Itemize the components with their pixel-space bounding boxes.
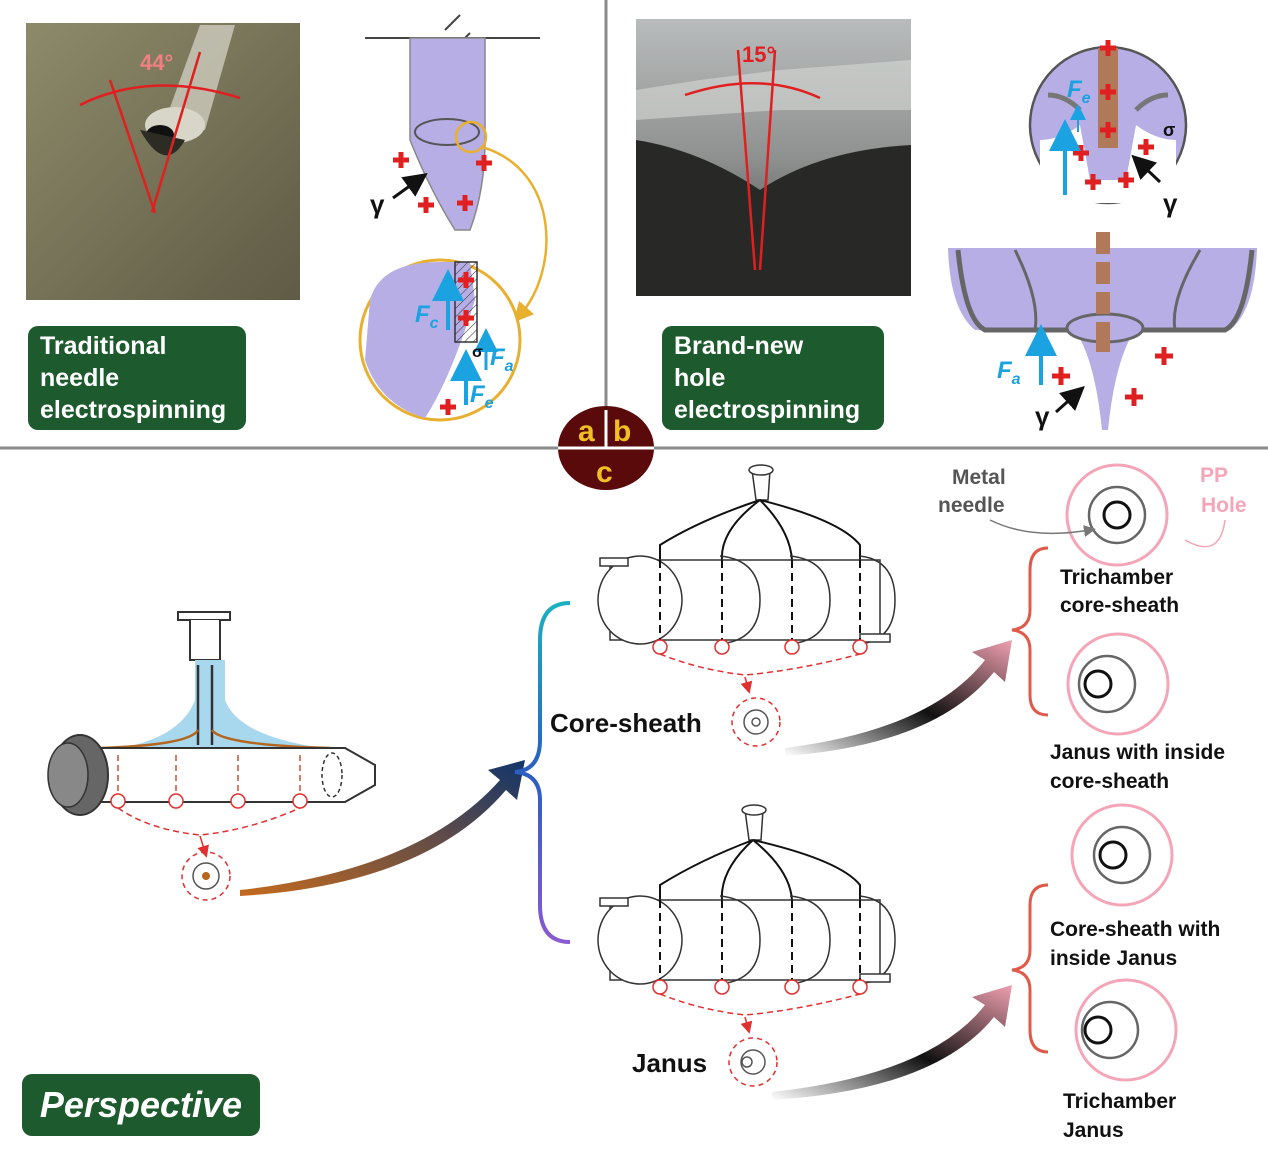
force-fa-b: Fa (997, 357, 1021, 388)
gamma-a: γ (370, 189, 385, 219)
spinneret-device (47, 611, 376, 901)
arrow-to-options (240, 760, 525, 896)
brand-new-label-3: electrospinning (674, 396, 861, 424)
trichamber-janus-label-1: Trichamber (1063, 1090, 1176, 1113)
arrow-to-janus-variants (772, 985, 1012, 1100)
force-fe-b: Fe (1067, 76, 1091, 107)
brand-new-label-1: Brand-new (674, 332, 804, 360)
center-panel-badge: a b c (558, 406, 654, 490)
angle-44-label: 44° (140, 50, 173, 75)
gamma-b-top: γ (1163, 188, 1178, 218)
force-fa-a: Fa (490, 344, 514, 375)
needle-photo-needle (140, 25, 235, 156)
brand-new-hole-badge: Brand-new hole electrospinning (662, 326, 884, 430)
needle-angle-lines (79, 51, 241, 214)
traditional-needle-badge: Traditional needle electrospinning (28, 326, 246, 430)
traditional-label-2: needle (40, 364, 120, 392)
core-sheath-label: Core-sheath (550, 708, 702, 738)
badge-b: b (613, 415, 631, 448)
hole-schematic: Fa γ (948, 232, 1257, 431)
metal-needle-label-2: needle (938, 494, 1005, 517)
panel-a: 44° γ Fc (26, 14, 548, 422)
zoom-circle-a: Fc Fa Fe σ (358, 258, 522, 422)
plus-signs-a (393, 152, 492, 213)
needle-photo (26, 23, 300, 300)
trichamber-cs-label-1: Trichamber (1060, 566, 1173, 589)
cross-section-core-sheath-inside-janus (1070, 803, 1174, 907)
pp-hole-label-1: PP (1200, 464, 1228, 487)
traditional-label-1: Traditional (40, 332, 167, 360)
janus-inside-cs-label-2: core-sheath (1050, 770, 1169, 793)
brace-core-sheath-variants (1011, 546, 1049, 717)
janus-inside-cs-label-1: Janus with inside (1050, 741, 1225, 764)
option-brace (514, 601, 571, 944)
metal-needle-label-1: Metal (952, 466, 1006, 489)
hole-angle-lines (684, 49, 821, 271)
cs-inside-janus-label-1: Core-sheath with (1050, 918, 1220, 941)
zoom-circle-b: Fe σ γ (1028, 40, 1188, 218)
janus-device: Janus (597, 804, 896, 1087)
force-fe-a: Fe (470, 381, 494, 412)
pp-hole-label-2: Hole (1201, 494, 1247, 517)
trichamber-cs-label-2: core-sheath (1060, 594, 1179, 617)
cross-section-trichamber-core-sheath (1065, 463, 1169, 567)
badge-c: c (596, 456, 613, 489)
sigma-b: σ (1163, 120, 1175, 140)
traditional-label-3: electrospinning (40, 396, 227, 424)
perspective-badge: Perspective (22, 1074, 260, 1136)
cross-section-trichamber-janus (1074, 978, 1178, 1082)
gamma-b-bottom: γ (1035, 401, 1050, 431)
panel-b: 15° Fe σ γ (636, 19, 1257, 431)
arrow-to-core-sheath-variants (785, 640, 1012, 756)
core-sheath-device: Core-sheath (550, 464, 896, 747)
metal-needle-pointer (989, 519, 1096, 537)
pp-hole-pointer (1184, 519, 1226, 548)
badge-a: a (578, 415, 595, 448)
brand-new-label-2: hole (674, 364, 726, 392)
panel-c: Core-sheath Janus (47, 463, 1247, 1142)
angle-15-label: 15° (742, 42, 775, 67)
janus-label: Janus (632, 1048, 707, 1078)
force-fc-a: Fc (415, 301, 439, 332)
cs-inside-janus-label-2: inside Janus (1050, 947, 1177, 970)
trichamber-janus-label-2: Janus (1063, 1119, 1124, 1142)
cross-section-janus-inside-core-sheath (1066, 632, 1170, 736)
brace-janus-variants (1011, 883, 1049, 1054)
sigma-a: σ (472, 344, 483, 361)
